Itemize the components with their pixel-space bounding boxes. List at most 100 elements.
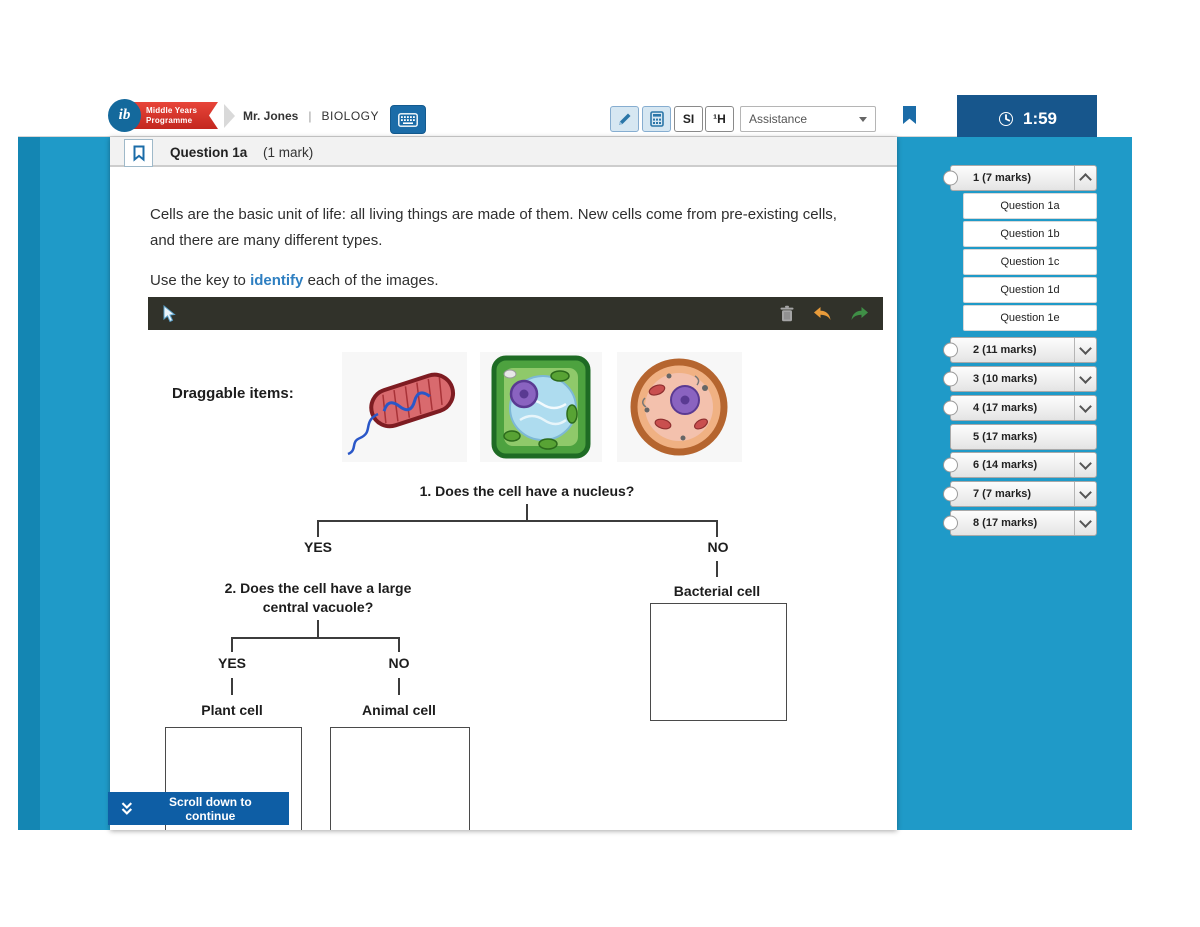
tree-connector-line (716, 561, 718, 577)
sidebar-question-6[interactable]: 6 (14 marks) (943, 452, 1097, 478)
tree-yes-1: YES (303, 539, 332, 555)
bacterial-cell-dropzone[interactable] (650, 603, 787, 721)
question-status-circle (943, 400, 958, 416)
tree-question-2-line2: central vacuole? (262, 599, 374, 615)
sidebar-question-8[interactable]: 8 (17 marks) (943, 510, 1097, 536)
chevron-down-icon[interactable] (1074, 396, 1096, 420)
chevron-down-icon[interactable] (1074, 338, 1096, 362)
tree-question-2-line1: 2. Does the cell have a large (224, 580, 412, 596)
draggable-item-bacterium[interactable] (342, 352, 467, 462)
tree-question-1: 1. Does the cell have a nucleus? (419, 483, 635, 499)
pen-icon (618, 113, 630, 125)
tree-connector-line (526, 504, 528, 520)
question-status-circle (943, 342, 958, 358)
draggable-item-plant-cell[interactable] (480, 352, 602, 462)
sidebar-subquestion-1d[interactable]: Question 1d (963, 277, 1097, 303)
undo-icon[interactable] (813, 306, 832, 322)
programme-line2: Programme (146, 115, 193, 125)
sidebar-subquestion-1e[interactable]: Question 1e (963, 305, 1097, 331)
cursor-tool-icon[interactable] (162, 304, 176, 323)
redo-icon[interactable] (850, 306, 869, 322)
scroll-down-button[interactable]: Scroll down to continue (108, 792, 289, 825)
sidebar-question-7[interactable]: 7 (7 marks) (943, 481, 1097, 507)
calculator-icon (649, 111, 664, 127)
plant-cell-image (480, 352, 602, 462)
plant-cell-label: Plant cell (201, 702, 263, 718)
sidebar-question-1[interactable]: 1 (7 marks) (943, 165, 1097, 191)
user-subject-block: Mr. Jones | BIOLOGY (243, 109, 379, 123)
question-group-label: 3 (10 marks) (973, 373, 1038, 385)
sidebar-question-3[interactable]: 3 (10 marks) (943, 366, 1097, 392)
sidebar-question-2[interactable]: 2 (11 marks) (943, 337, 1097, 363)
keyboard-button[interactable] (390, 105, 426, 134)
scroll-down-label: Scroll down to continue (169, 794, 252, 823)
clock-icon (998, 111, 1013, 126)
question-status-circle (943, 486, 958, 502)
bookmark-icon[interactable] (903, 106, 916, 124)
question-intro-text: Cells are the basic unit of life: all li… (150, 206, 837, 249)
tree-no-2: NO (388, 655, 410, 671)
trash-icon[interactable] (779, 305, 795, 323)
keyboard-icon (398, 112, 418, 127)
question-card: Question 1a (1 mark) Cells are the basic… (110, 137, 897, 830)
assistance-label: Assistance (749, 112, 808, 126)
question-instruction: Use the key to identify each of the imag… (150, 272, 439, 289)
tree-connector-line (716, 520, 718, 537)
question-status-circle (943, 457, 958, 473)
question-title: Question 1a (170, 145, 248, 160)
double-chevron-down-icon (121, 802, 133, 815)
periodic-table-label: ¹H (713, 112, 726, 126)
exam-timer: 1:59 (957, 95, 1097, 142)
sidebar-question-4[interactable]: 4 (17 marks) (943, 395, 1097, 421)
chevron-down-icon[interactable] (1074, 367, 1096, 391)
draggable-items-label: Draggable items: (172, 385, 294, 402)
chevron-up-icon[interactable] (1074, 166, 1096, 190)
assistance-dropdown[interactable]: Assistance (740, 106, 876, 132)
toolbar-right-group (779, 305, 869, 323)
question-group-label: 7 (7 marks) (973, 488, 1032, 500)
draggable-item-animal-cell[interactable] (617, 352, 742, 462)
question-status-circle (943, 515, 958, 531)
sidebar-question-5[interactable]: 5 (17 marks) (950, 424, 1097, 450)
tree-connector-line (398, 678, 400, 695)
question-group-label: 4 (17 marks) (973, 402, 1038, 414)
tree-connector-line (231, 637, 400, 639)
tree-connector-line (317, 520, 319, 537)
tree-connector-line (231, 637, 233, 652)
flag-icon (133, 145, 144, 162)
periodic-table-button[interactable]: ¹H (705, 106, 734, 132)
animal-cell-dropzone[interactable] (330, 727, 470, 830)
chevron-down-icon[interactable] (1074, 453, 1096, 477)
question-status-circle (943, 371, 958, 387)
left-accent-strip (18, 137, 40, 830)
tree-connector-line (317, 520, 718, 522)
sidebar-subquestion-1c[interactable]: Question 1c (963, 249, 1097, 275)
sidebar-subquestion-1a[interactable]: Question 1a (963, 193, 1097, 219)
ribbon-fold-decoration (224, 104, 235, 128)
header-divider (18, 136, 957, 137)
chevron-down-icon[interactable] (1074, 511, 1096, 535)
animal-cell-image (617, 352, 742, 462)
programme-line1: Middle Years (146, 105, 198, 115)
sidebar-subquestion-1b[interactable]: Question 1b (963, 221, 1097, 247)
instruction-keyword: identify (250, 272, 304, 289)
question-header-bar (110, 137, 897, 167)
question-marks: (1 mark) (263, 145, 314, 160)
flag-question-button[interactable] (124, 139, 153, 167)
si-units-button[interactable]: SI (674, 106, 703, 132)
tree-yes-2: YES (217, 655, 246, 671)
annotation-pen-button[interactable] (610, 106, 639, 132)
tree-connector-line (398, 637, 400, 652)
time-remaining: 1:59 (1022, 108, 1058, 128)
chevron-down-icon[interactable] (1074, 482, 1096, 506)
question-status-circle (943, 170, 958, 186)
calculator-button[interactable] (642, 106, 671, 132)
question-group-label: 1 (7 marks) (973, 172, 1032, 184)
bacterial-cell-label: Bacterial cell (673, 583, 761, 599)
ib-logo-text: ib (118, 107, 131, 123)
separator: | (308, 109, 312, 123)
question-group-label: 5 (17 marks) (973, 431, 1038, 443)
tree-connector-line (317, 620, 319, 637)
instruction-suffix: each of the images. (303, 272, 439, 289)
